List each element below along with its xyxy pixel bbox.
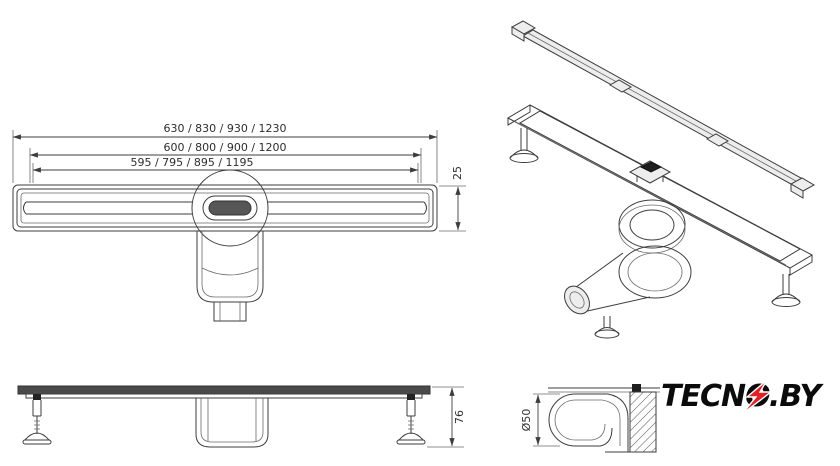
- siphon-plan: [196, 231, 264, 322]
- iso-foot-left: [509, 128, 539, 163]
- clamp-bracket: [628, 160, 672, 184]
- grate-clip: [608, 79, 633, 93]
- collar-ring: [618, 199, 686, 254]
- trap-section: [548, 393, 630, 453]
- side-clip-left: [33, 394, 41, 400]
- section-wall-hatch: [629, 391, 657, 453]
- drain-port-plan: [191, 169, 269, 247]
- iso-foot-right: [771, 274, 801, 307]
- section-clip: [632, 384, 641, 392]
- section-diameter-dimension: Ø50: [520, 393, 560, 447]
- siphon-side: [195, 398, 269, 448]
- side-height-dimension: 76: [427, 386, 466, 448]
- side-foot-left: [22, 400, 52, 445]
- brand-logo: TECNO.BY: [661, 379, 839, 417]
- plan-height-dimension: 25: [439, 166, 466, 232]
- iso-view: [506, 20, 816, 339]
- side-foot-right: [396, 400, 426, 445]
- brand-logo-text: TECNO.BY: [661, 379, 821, 414]
- channel-frame: [506, 104, 814, 276]
- dim-label-inner-lengths: 595 / 795 / 895 / 1195: [130, 156, 253, 169]
- side-view: 76: [17, 385, 466, 448]
- dim-label-outer-lengths: 630 / 830 / 930 / 1230: [163, 122, 286, 135]
- trap-body: [564, 245, 692, 339]
- plan-view: 630 / 830 / 930 / 1230 600 / 800 / 900 /…: [12, 122, 466, 322]
- grate-rail: [510, 20, 816, 199]
- logo-bolt-icon: [741, 380, 774, 415]
- dim-label-body-lengths: 600 / 800 / 900 / 1200: [163, 141, 286, 154]
- grate-clip: [705, 133, 730, 147]
- dim-label-plan-height: 25: [451, 166, 464, 180]
- dim-label-side-height: 76: [453, 410, 466, 424]
- section-view: Ø50: [520, 384, 660, 453]
- side-clip-right: [407, 394, 415, 400]
- channel-plan-outline: [12, 184, 438, 232]
- dim-label-section-diameter: Ø50: [520, 409, 533, 432]
- plan-dimensions: 630 / 830 / 930 / 1230 600 / 800 / 900 /…: [12, 122, 438, 183]
